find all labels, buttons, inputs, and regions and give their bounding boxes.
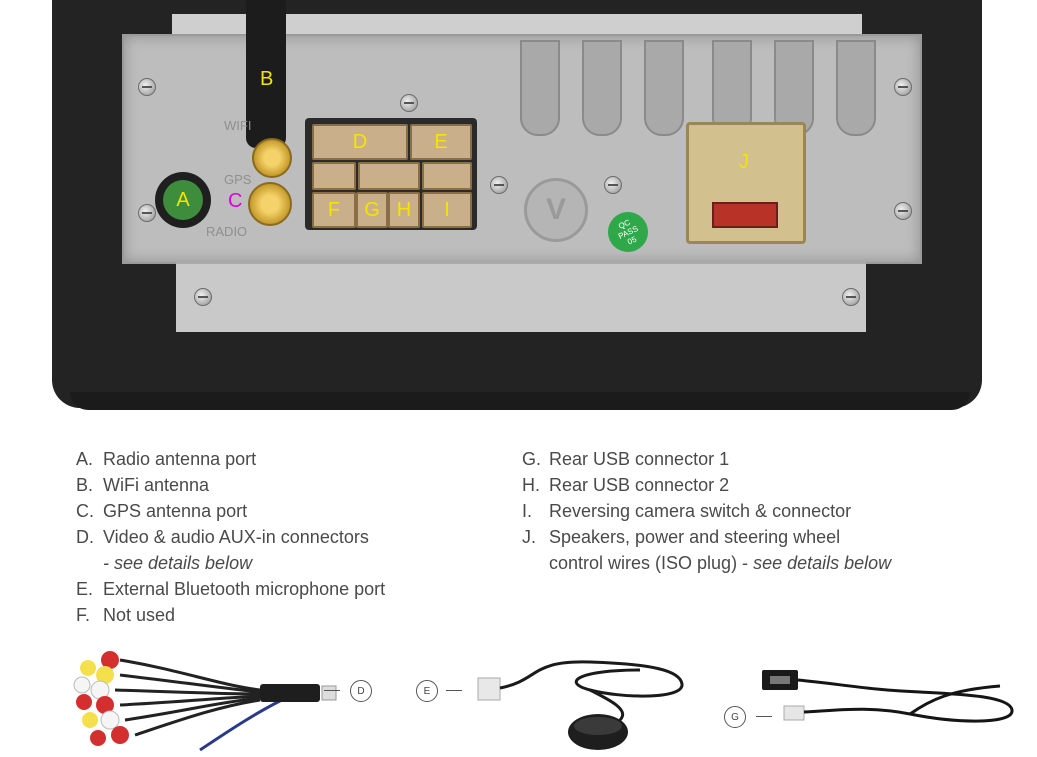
- legend-text: Video & audio AUX-in connectors - see de…: [103, 524, 496, 576]
- legend-text-main: Video & audio AUX-in connectors: [103, 527, 369, 547]
- legend-text: Rear USB connector 1: [549, 449, 730, 469]
- microphone-cable-illustration: [477, 660, 684, 750]
- connector-d: D: [312, 124, 408, 160]
- rca-harness-illustration: [73, 651, 337, 752]
- screw-icon: [894, 202, 912, 220]
- legend-text: External Bluetooth microphone port: [103, 579, 386, 599]
- legend-letter: H.: [522, 475, 540, 495]
- callout-line: [756, 716, 772, 717]
- legend-item: I. Reversing camera switch & connector: [522, 498, 1002, 524]
- connector-h: H: [388, 192, 420, 228]
- legend-letter: G.: [522, 449, 542, 469]
- vent-slot: [774, 40, 814, 136]
- legend-item: A. Radio antenna port: [76, 446, 496, 472]
- connector-e: E: [410, 124, 472, 160]
- legend-letter: B.: [76, 475, 94, 495]
- legend-note: see details below: [753, 553, 892, 573]
- unit-lower-plate: [176, 262, 866, 332]
- callout-e: E: [416, 680, 438, 702]
- legend-text-line2: control wires (ISO plug) -: [549, 553, 754, 573]
- radio-port-socket: A: [163, 180, 203, 220]
- label-b: B: [260, 68, 274, 90]
- legend-letter: C.: [76, 501, 94, 521]
- legend-item: J. Speakers, power and steering wheel co…: [522, 524, 1002, 576]
- legend-text: WiFi antenna: [103, 475, 210, 495]
- legend-letter: I.: [522, 501, 533, 521]
- wifi-antenna: [246, 0, 286, 148]
- legend-letter: A.: [76, 449, 94, 469]
- screw-icon: [490, 176, 508, 194]
- iso-fuse: [712, 202, 778, 228]
- legend-letter: D.: [76, 527, 94, 547]
- gps-port: [248, 182, 292, 226]
- screw-icon: [842, 288, 860, 306]
- legend-item: D. Video & audio AUX-in connectors - see…: [76, 524, 496, 576]
- unit-frame-lip: [70, 392, 970, 410]
- label-a: A: [176, 188, 190, 211]
- legend-item: C. GPS antenna port: [76, 498, 496, 524]
- label-e: E: [434, 130, 448, 153]
- vent-slot: [520, 40, 560, 136]
- legend-text: Speakers, power and steering wheel contr…: [549, 524, 1002, 576]
- connector-slot: [358, 162, 420, 190]
- legend-text: Radio antenna port: [103, 449, 257, 469]
- legend-letter: F.: [76, 605, 91, 625]
- head-unit-rear-view: B WIFI GPS C A RADIO D E F G H I V QC PA…: [52, 0, 982, 410]
- gps-plate-text: GPS: [224, 172, 252, 187]
- vent-slot: [836, 40, 876, 136]
- legend-letter: E.: [76, 579, 94, 599]
- vent-slot: [644, 40, 684, 136]
- screw-icon: [400, 94, 418, 112]
- legend-left-column: A. Radio antenna port B. WiFi antenna C.…: [76, 446, 496, 628]
- cable-illustrations: D E G: [0, 640, 1037, 757]
- label-h: H: [396, 198, 412, 221]
- vent-slot: [712, 40, 752, 136]
- screw-icon: [194, 288, 212, 306]
- legend-letter: J.: [522, 527, 537, 547]
- legend-text: Rear USB connector 2: [549, 475, 730, 495]
- legend-item: B. WiFi antenna: [76, 472, 496, 498]
- connector-f: F: [312, 192, 356, 228]
- wifi-plate-text: WIFI: [224, 118, 252, 133]
- label-d: D: [352, 130, 368, 153]
- legend-text: Reversing camera switch & connector: [549, 501, 852, 521]
- screw-icon: [604, 176, 622, 194]
- legend-note: - see details below: [103, 553, 253, 573]
- callout-d: D: [350, 680, 372, 702]
- radio-plate-text: RADIO: [206, 224, 248, 239]
- legend-item: F. Not used: [76, 602, 496, 628]
- label-i: I: [444, 198, 450, 221]
- legend-item: H. Rear USB connector 2: [522, 472, 1002, 498]
- legend-right-column: G. Rear USB connector 1 H. Rear USB conn…: [522, 446, 1002, 576]
- screw-icon: [138, 204, 156, 222]
- brand-logo-icon: V: [524, 178, 588, 242]
- legend-item: G. Rear USB connector 1: [522, 446, 1002, 472]
- label-c: C: [228, 190, 243, 212]
- connector-g: G: [356, 192, 388, 228]
- wifi-port: [252, 138, 292, 178]
- screw-icon: [894, 78, 912, 96]
- legend-text: Not used: [103, 605, 176, 625]
- callout-g: G: [724, 706, 746, 728]
- legend-text: GPS antenna port: [103, 501, 248, 521]
- connector-slot: [422, 162, 472, 190]
- label-f: F: [327, 198, 341, 221]
- label-g: G: [364, 198, 380, 221]
- connector-slot: [312, 162, 356, 190]
- legend-text-main: Speakers, power and steering wheel: [549, 527, 841, 547]
- callout-line: [324, 690, 340, 691]
- vent-slot: [582, 40, 622, 136]
- connector-i: I: [422, 192, 472, 228]
- label-j: J: [739, 151, 749, 173]
- qc-text-3: 05: [625, 234, 638, 247]
- usb-cable-illustration: [762, 670, 1014, 723]
- screw-icon: [138, 78, 156, 96]
- callout-line: [446, 690, 462, 691]
- legend-item: E. External Bluetooth microphone port: [76, 576, 496, 602]
